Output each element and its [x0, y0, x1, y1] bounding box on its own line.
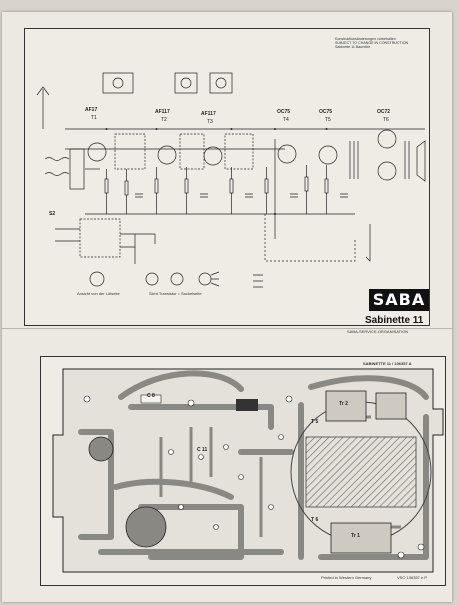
part-label-c11: C 11	[197, 447, 208, 453]
header-note: Konstruktionsänderungen vorbehalten SUBJ…	[335, 37, 409, 49]
doc-reference: VSO 106357 e P	[397, 575, 428, 580]
transistor-label-6-type: OC72	[377, 109, 391, 115]
transistor-label-3-type: AF117	[201, 111, 216, 117]
part-label-t6: T 6	[311, 517, 319, 523]
transistor-label-1-ref: T1	[91, 115, 97, 121]
transistor-label-3-ref: T3	[207, 119, 213, 125]
part-label-t5: T 5	[311, 419, 319, 425]
pcb-layout-sheet: SABINETTE 11 / 106357 A	[40, 356, 446, 586]
schematic-sheet: Konstruktionsänderungen vorbehalten SUBJ…	[24, 28, 430, 334]
transistor-label-4-ref: T4	[283, 117, 289, 123]
part-label-c8: C 8	[147, 393, 155, 399]
transistor-label-1-type: AF17	[85, 107, 98, 113]
pcb-drawing	[52, 368, 444, 573]
part-label-tr2: Tr 2	[339, 401, 348, 407]
caption-solder-side: Ansicht von der Lötseite	[77, 291, 120, 296]
paper-sheet: Konstruktionsänderungen vorbehalten SUBJ…	[2, 12, 452, 602]
brand-logo: SABA	[369, 289, 429, 311]
caption-transistor-base: Sicht Transistor = Sockelseite	[149, 291, 202, 296]
transistor-label-2-type: AF117	[155, 109, 170, 115]
transistor-label-6-ref: T6	[383, 117, 389, 123]
paper-fold	[2, 328, 452, 329]
part-label-tr1: Tr 1	[351, 533, 360, 539]
model-name: Sabinette 11	[365, 315, 424, 326]
transistor-label-5-type: OC75	[319, 109, 333, 115]
schematic-drawing	[36, 72, 426, 288]
transistor-label-2-ref: T2	[161, 117, 167, 123]
transistor-label-4-type: OC75	[277, 109, 291, 115]
layout-title: SABINETTE 11 / 106357 A	[363, 361, 412, 366]
printed-in: Printed in Western Germany	[321, 575, 372, 580]
transistor-label-5-ref: T5	[325, 117, 331, 123]
switch-label: S2	[49, 211, 56, 217]
org-note: SABA-SERVICE-ORGANISATION	[347, 329, 409, 334]
